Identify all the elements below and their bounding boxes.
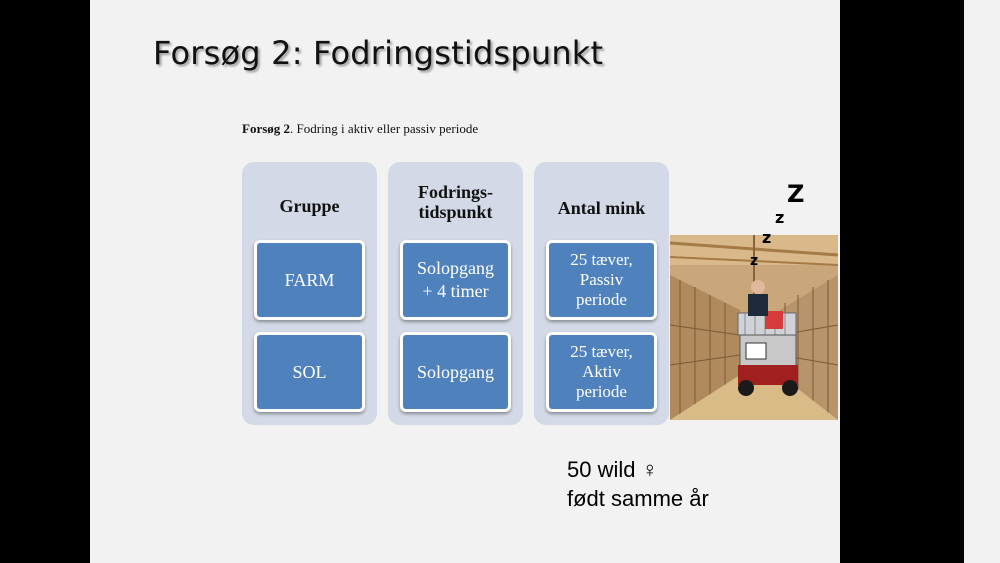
sleep-z-2: z xyxy=(775,208,785,227)
note-line-2: født samme år xyxy=(567,486,709,511)
cell-farm: FARM xyxy=(254,240,365,320)
sleep-z-1: Z xyxy=(787,180,805,208)
slide-title: Forsøg 2: Fodringstidspunkt xyxy=(153,34,604,72)
right-edge-strip xyxy=(964,0,1000,563)
sample-note: 50 wild ♀ født samme år xyxy=(567,455,709,513)
column-antal-mink: Antal mink 25 tæver, Passiv periode 25 t… xyxy=(534,162,669,425)
cell-passiv: 25 tæver, Passiv periode xyxy=(546,240,657,320)
sleep-z-4: z xyxy=(750,253,759,269)
figure-caption: Forsøg 2. Fodring i aktiv eller passiv p… xyxy=(242,121,478,137)
cell-aktiv: 25 tæver, Aktiv periode xyxy=(546,332,657,412)
cell-solopgang-plus-4: Solopgang + 4 timer xyxy=(400,240,511,320)
caption-text: . Fodring i aktiv eller passiv periode xyxy=(290,121,479,136)
cell-sol: SOL xyxy=(254,332,365,412)
barn-photo xyxy=(670,235,838,420)
barn-illustration xyxy=(670,235,838,420)
sleep-z-3: z xyxy=(762,228,772,247)
caption-bold: Forsøg 2 xyxy=(242,121,291,136)
cell-solopgang: Solopgang xyxy=(400,332,511,412)
slide: Forsøg 2: Fodringstidspunkt Forsøg 2. Fo… xyxy=(90,0,840,563)
note-line-1: 50 wild ♀ xyxy=(567,457,659,482)
column-header: Antal mink xyxy=(557,198,646,218)
column-gruppe: Gruppe FARM SOL xyxy=(242,162,377,425)
column-header: Gruppe xyxy=(279,196,340,216)
column-header: Fodrings- tidspunkt xyxy=(417,182,493,222)
column-fodringstidspunkt: Fodrings- tidspunkt Solopgang + 4 timer … xyxy=(388,162,523,425)
